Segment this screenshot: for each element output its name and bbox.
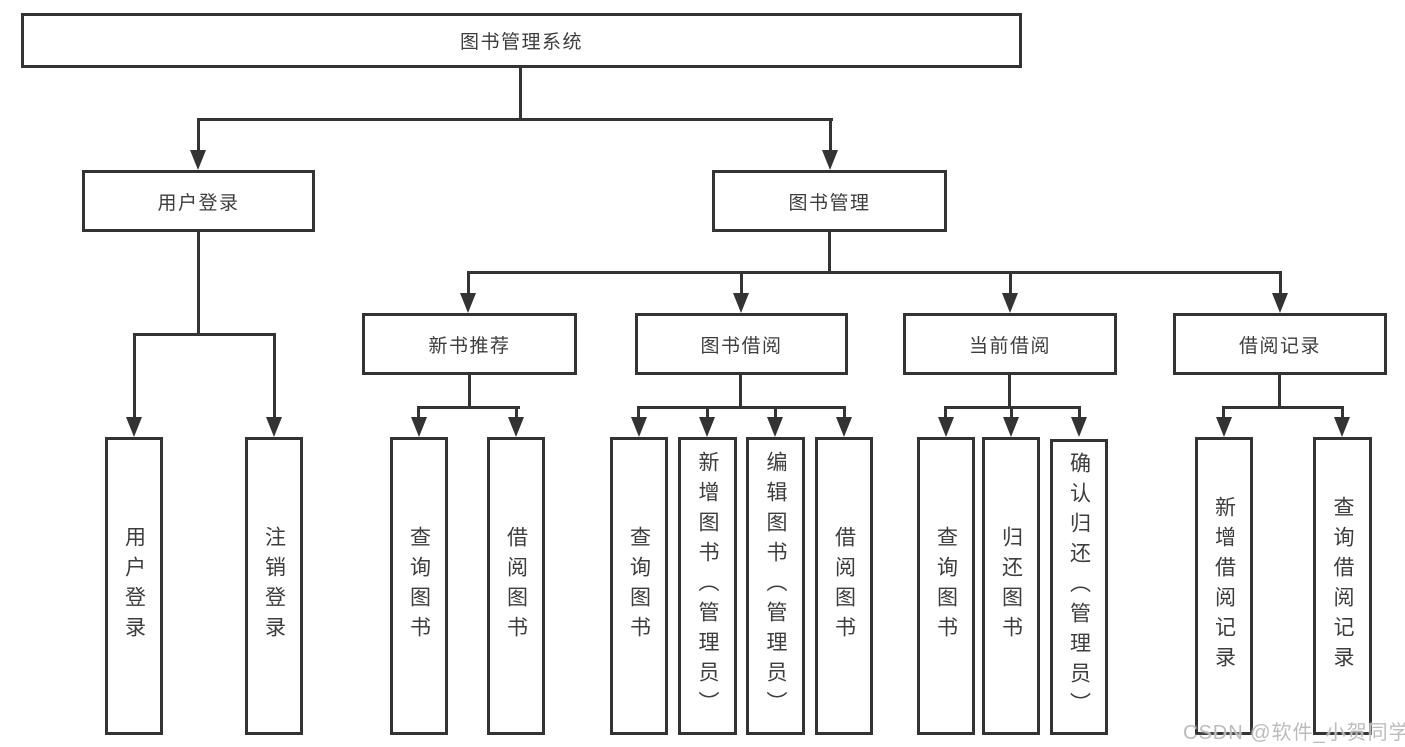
node-current-borrowing: 当前借阅: [903, 313, 1117, 375]
connector-drop-current-borrow: [1009, 271, 1012, 295]
leaf-label: 查询图书: [627, 526, 651, 646]
connector-book-management-rail: [467, 271, 1282, 274]
leaf-label: 查询图书: [407, 526, 431, 646]
connector-user-login-stem: [197, 232, 200, 336]
arrow-down-new-book: [460, 293, 476, 313]
leaf-borrow-books-borrowing: 借阅图书: [815, 437, 873, 735]
leaf-query-books-current: 查询图书: [917, 437, 975, 735]
arrow-down-leaf-logout: [266, 417, 282, 437]
leaf-label: 查询图书: [934, 526, 958, 646]
leaf-borrow-books-recommend: 借阅图书: [487, 437, 545, 735]
leaf-add-borrow-record: 新增借阅记录: [1195, 437, 1253, 735]
node-label: 图书借阅: [700, 335, 783, 357]
connector-drop-borrow-records: [1279, 271, 1282, 295]
connector-drop-user-login: [197, 118, 200, 152]
arrow-down: [1071, 417, 1087, 437]
connector-new-book-rail: [417, 406, 520, 409]
leaf-query-borrow-record: 查询借阅记录: [1313, 437, 1372, 735]
leaf-user-login: 用户登录: [105, 437, 163, 735]
node-label: 图书管理系统: [459, 32, 583, 53]
arrow-down: [411, 417, 427, 437]
leaf-confirm-return-admin: 确认归还（管理员）: [1050, 439, 1108, 735]
connector-book-borrow-stem: [739, 375, 742, 409]
leaf-label: 借阅图书: [832, 526, 856, 646]
node-label: 借阅记录: [1238, 335, 1321, 357]
connector-drop-leaf-logout: [273, 333, 276, 417]
connector-borrow-records-rail: [1222, 406, 1344, 409]
arrow-down-borrow-records: [1272, 293, 1288, 313]
arrow-down-current-borrow: [1002, 293, 1018, 313]
arrow-down: [1334, 417, 1350, 437]
connector-root-stem: [519, 68, 522, 121]
node-book-borrowing: 图书借阅: [635, 313, 848, 375]
leaf-label: 确认归还（管理员）: [1067, 452, 1091, 722]
connector-drop: [1010, 406, 1013, 419]
arrow-down-leaf-user-login: [126, 417, 142, 437]
node-user-login: 用户登录: [82, 170, 315, 232]
arrow-down: [508, 417, 524, 437]
leaf-label: 新增图书（管理员）: [696, 451, 719, 721]
connector-borrow-records-stem: [1278, 375, 1281, 409]
arrow-down: [938, 417, 954, 437]
node-label: 图书管理: [788, 192, 871, 214]
connector-new-book-stem: [468, 375, 471, 409]
connector-drop: [1341, 406, 1344, 419]
arrow-down-book-management: [822, 150, 838, 170]
leaf-label: 归还图书: [999, 526, 1023, 646]
leaf-label: 新增借阅记录: [1212, 496, 1236, 676]
leaf-add-books-admin: 新增图书（管理员）: [678, 437, 737, 735]
arrow-down-book-borrow: [733, 293, 749, 313]
connector-drop: [774, 406, 777, 419]
node-new-book-recommendation: 新书推荐: [362, 313, 577, 375]
connector-drop: [706, 406, 709, 419]
leaf-label: 查询借阅记录: [1331, 496, 1354, 676]
connector-drop: [1222, 406, 1225, 419]
arrow-down: [767, 417, 783, 437]
connector-drop-new-book: [467, 271, 470, 295]
arrow-down: [631, 417, 647, 437]
node-label: 新书推荐: [428, 335, 511, 357]
leaf-label: 注销登录: [262, 526, 286, 646]
leaf-label: 借阅图书: [504, 526, 528, 646]
leaf-query-books-borrowing: 查询图书: [610, 437, 668, 735]
connector-drop-leaf-user-login: [133, 333, 136, 417]
leaf-query-books-recommend: 查询图书: [390, 437, 448, 735]
node-label: 当前借阅: [968, 335, 1051, 357]
connector-drop-book-borrow: [740, 271, 743, 295]
node-label: 用户登录: [157, 192, 240, 214]
connector-book-borrow-rail: [637, 406, 846, 409]
node-book-management: 图书管理: [712, 170, 947, 232]
connector-drop: [417, 406, 420, 419]
leaf-label: 编辑图书（管理员）: [764, 451, 787, 721]
arrow-down: [1003, 417, 1019, 437]
connector-book-management-stem: [828, 232, 831, 274]
connector-drop: [843, 406, 846, 419]
arrow-down-user-login: [190, 150, 206, 170]
arrow-down: [699, 417, 715, 437]
connector-drop: [637, 406, 640, 419]
connector-user-login-rail: [133, 333, 276, 336]
connector-drop-book-management: [829, 118, 832, 152]
node-book-management-system: 图书管理系统: [21, 13, 1022, 68]
leaf-logout: 注销登录: [245, 437, 303, 735]
connector-drop: [515, 406, 518, 419]
watermark: CSDN @软件_小贺同学: [1183, 722, 1405, 744]
leaf-return-books: 归还图书: [982, 437, 1040, 735]
connector-drop: [944, 406, 947, 419]
arrow-down: [836, 417, 852, 437]
arrow-down: [1216, 417, 1232, 437]
connector-root-rail: [197, 118, 833, 121]
connector-drop: [1078, 406, 1081, 419]
connector-current-borrow-stem: [1008, 375, 1011, 409]
node-borrowing-records: 借阅记录: [1173, 313, 1387, 375]
leaf-label: 用户登录: [122, 526, 146, 646]
leaf-edit-books-admin: 编辑图书（管理员）: [746, 437, 805, 735]
